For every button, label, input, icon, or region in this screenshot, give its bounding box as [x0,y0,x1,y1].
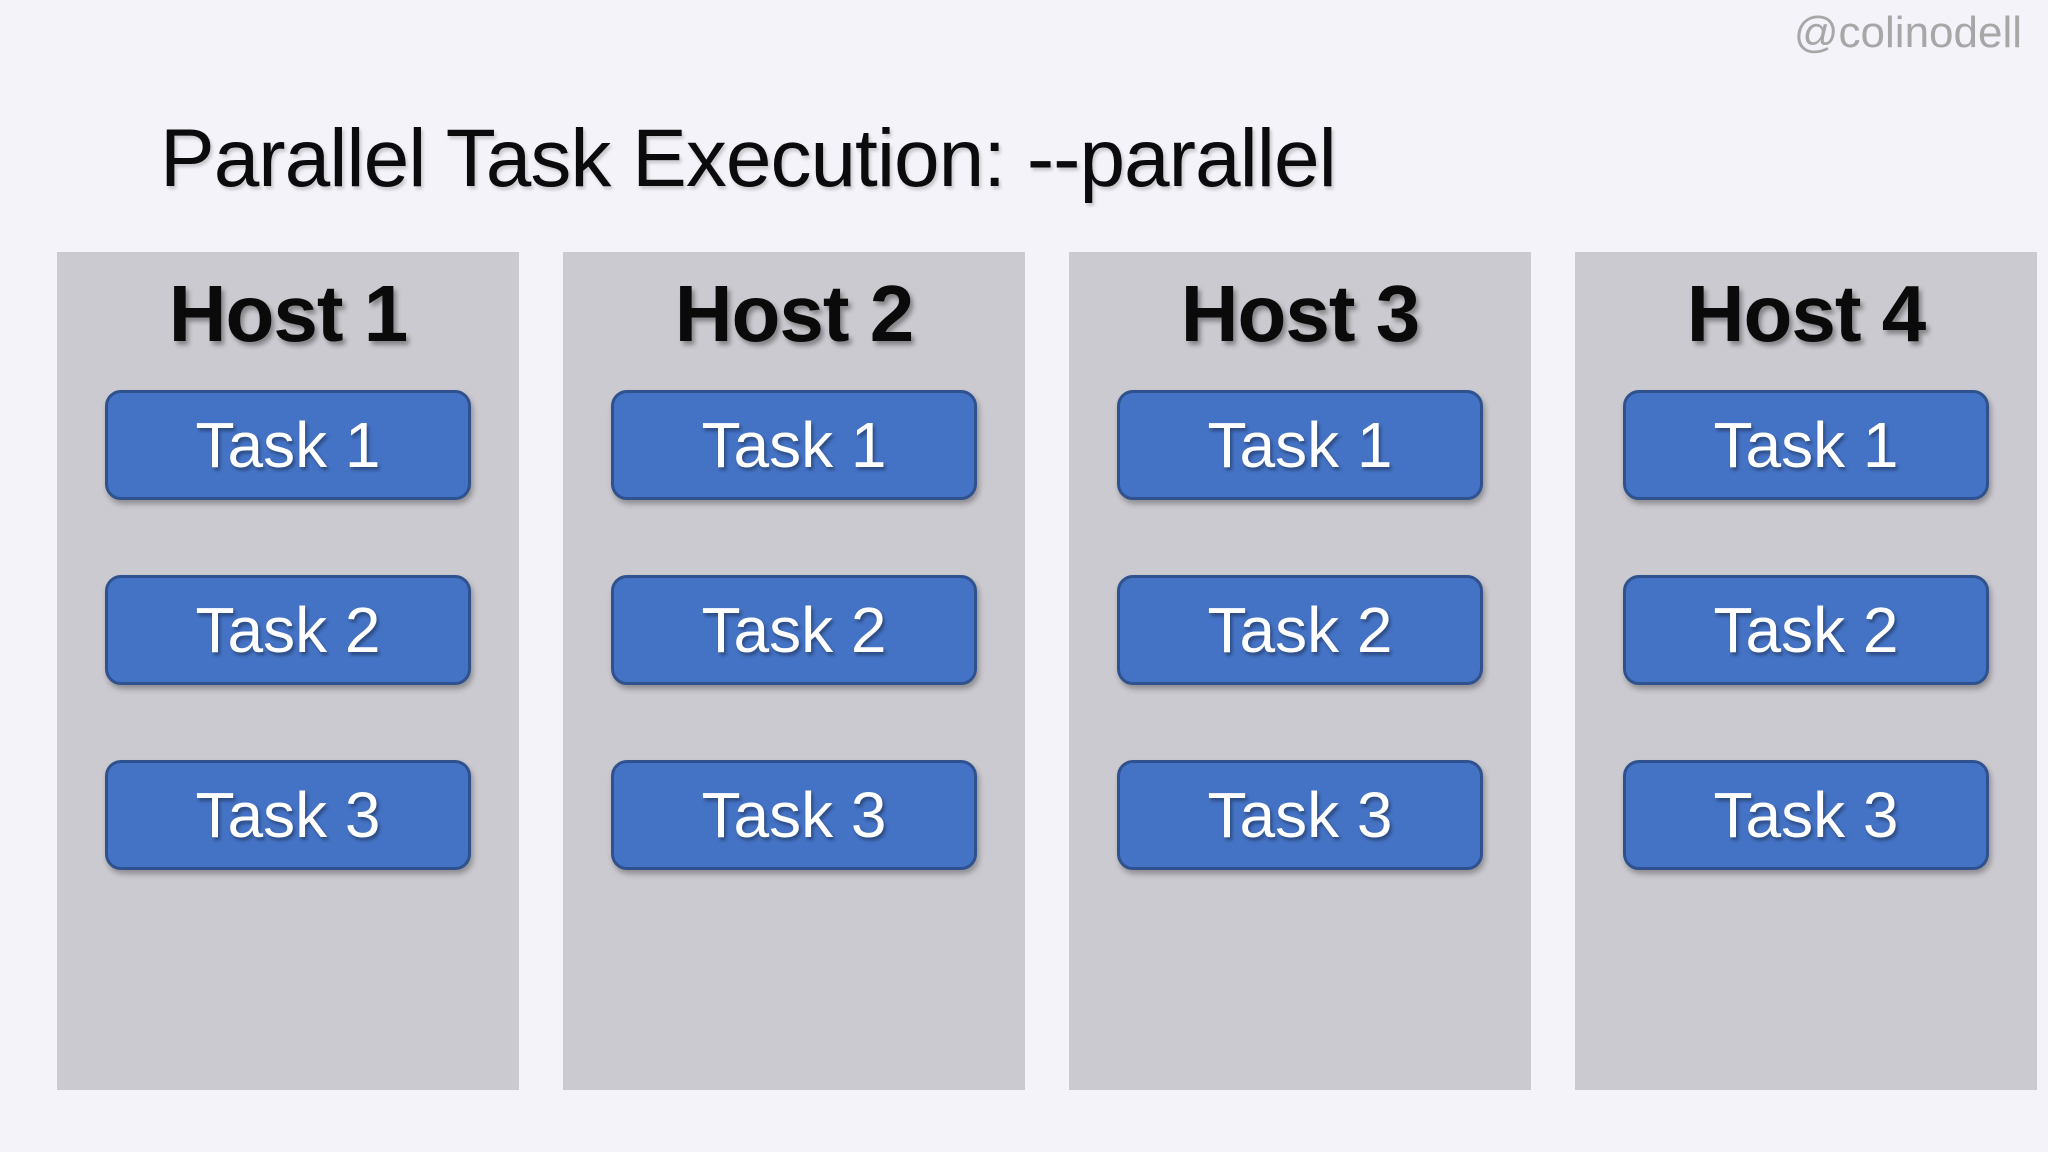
host-3-task-3-box: Task 3 [1117,760,1483,870]
host-2-task-2-label: Task 2 [701,594,887,666]
host-3-task-2-label: Task 2 [1207,594,1393,666]
host-column-3: Host 3 Task 1 Task 2 Task 3 [1069,252,1531,1090]
host-1-task-2-box: Task 2 [105,575,471,685]
host-1-task-1-box: Task 1 [105,390,471,500]
host-2-task-2-box: Task 2 [611,575,977,685]
host-1-task-3-label: Task 3 [195,779,381,851]
host-4-task-2-label: Task 2 [1713,594,1899,666]
host-4-task-3-label: Task 3 [1713,779,1899,851]
host-4-task-2-box: Task 2 [1623,575,1989,685]
host-2-task-1-label: Task 1 [701,409,887,481]
host-column-1: Host 1 Task 1 Task 2 Task 3 [57,252,519,1090]
host-1-task-3-box: Task 3 [105,760,471,870]
host-4-title: Host 4 [1686,269,1927,358]
hosts-row: Host 1 Task 1 Task 2 Task 3 Host 2 Task … [57,252,2037,1090]
host-column-2: Host 2 Task 1 Task 2 Task 3 [563,252,1025,1090]
host-column-4: Host 4 Task 1 Task 2 Task 3 [1575,252,2037,1090]
host-3-title: Host 3 [1180,269,1421,358]
watermark-handle: @colinodell [1793,8,2022,57]
host-3-task-3-label: Task 3 [1207,779,1393,851]
host-2-task-3-label: Task 3 [701,779,887,851]
host-2-title: Host 2 [674,269,915,358]
host-2-task-3-box: Task 3 [611,760,977,870]
host-3-task-1-box: Task 1 [1117,390,1483,500]
host-3-task-1-label: Task 1 [1207,409,1393,481]
host-1-task-2-label: Task 2 [195,594,381,666]
host-4-task-1-label: Task 1 [1713,409,1899,481]
host-4-task-1-box: Task 1 [1623,390,1989,500]
host-1-task-1-label: Task 1 [195,409,381,481]
host-1-title: Host 1 [168,269,409,358]
host-4-task-3-box: Task 3 [1623,760,1989,870]
host-3-task-2-box: Task 2 [1117,575,1483,685]
host-2-task-1-box: Task 1 [611,390,977,500]
slide-title: Parallel Task Execution: --parallel [160,113,1337,204]
